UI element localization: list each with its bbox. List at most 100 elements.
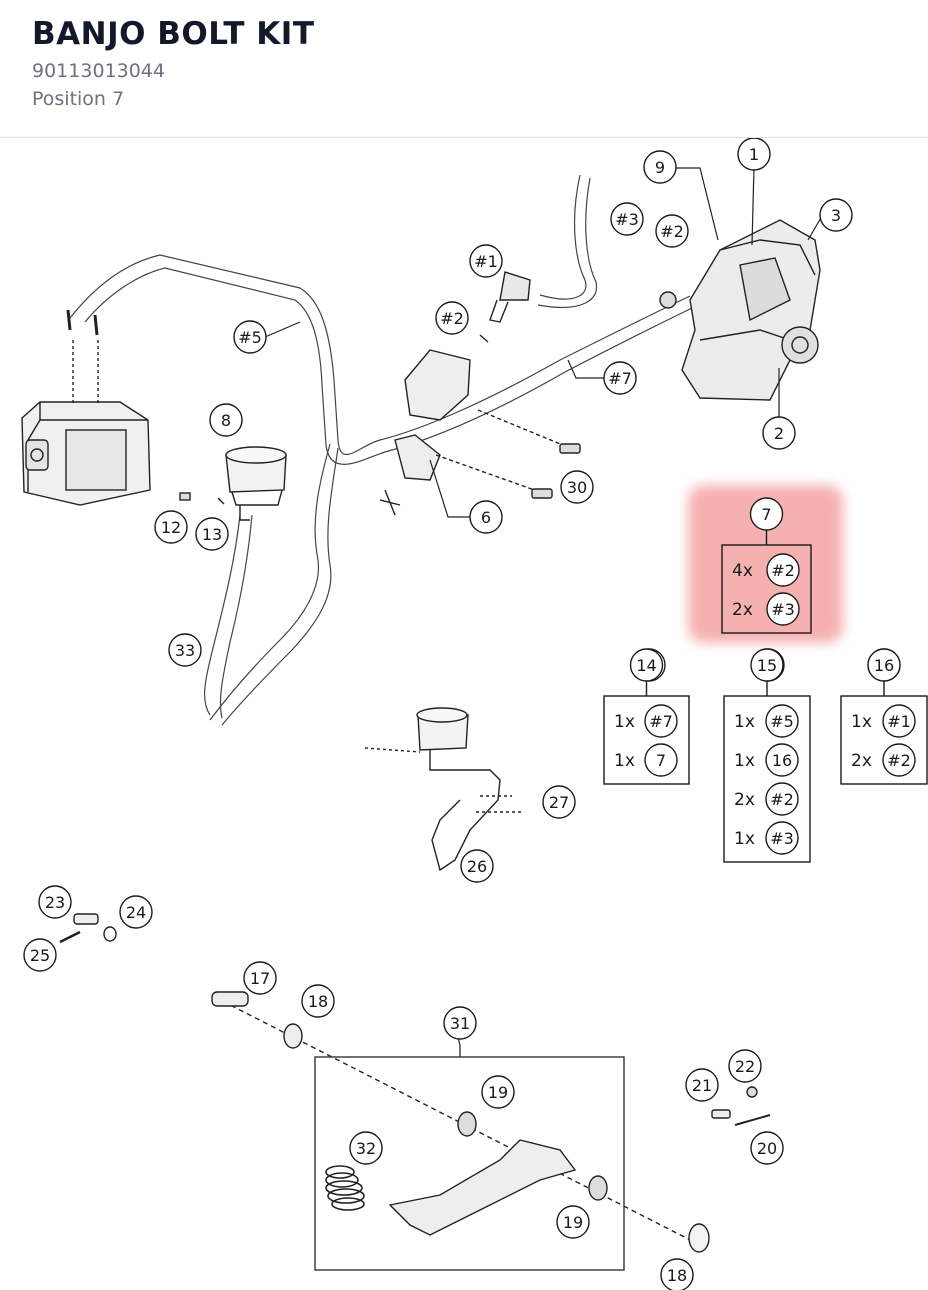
- svg-text:#1: #1: [887, 712, 911, 731]
- caliper-drawing: [659, 219, 821, 401]
- callout-ref-2-29: #2: [435, 301, 469, 335]
- svg-text:18: 18: [308, 992, 328, 1011]
- reservoir-drawing: [179, 446, 287, 521]
- svg-text:2: 2: [774, 424, 784, 443]
- svg-text:20: 20: [757, 1139, 777, 1158]
- callout-1-0: 1: [737, 138, 771, 171]
- kit-id-15: 15: [750, 648, 784, 682]
- svg-text:27: 27: [549, 793, 569, 812]
- svg-text:8: 8: [221, 411, 231, 430]
- kit-row-ref-7: 7: [644, 743, 678, 777]
- assembly-group-box: [314, 1056, 625, 1271]
- svg-text:32: 32: [356, 1139, 376, 1158]
- kit-row-ref-ref-2: #2: [882, 743, 916, 777]
- callout-13-7: 13: [195, 517, 229, 551]
- kit-row-ref-ref-3: #3: [766, 592, 800, 626]
- svg-text:#5: #5: [238, 328, 262, 347]
- callout-ref-7-33: #7: [603, 361, 637, 395]
- svg-text:#7: #7: [608, 369, 632, 388]
- kit-box-14: 14 1x #7 1x 7: [603, 648, 690, 785]
- callout-21-17: 21: [685, 1068, 719, 1102]
- svg-text:6: 6: [481, 508, 491, 527]
- svg-text:19: 19: [563, 1213, 583, 1232]
- kit-row-ref-ref-2: #2: [766, 553, 800, 587]
- callout-30-24: 30: [560, 470, 594, 504]
- svg-text:#2: #2: [770, 790, 794, 809]
- pedal-assembly-drawing: [211, 991, 771, 1253]
- brake-lines-drawing: [69, 174, 693, 726]
- kit-row-qty: 1x: [851, 712, 872, 732]
- callout-24-20: 24: [119, 895, 153, 929]
- svg-text:#7: #7: [649, 712, 673, 731]
- callout-3-2: 3: [819, 198, 853, 232]
- svg-text:#2: #2: [771, 561, 795, 580]
- svg-text:25: 25: [30, 946, 50, 965]
- callout-18-13: 18: [660, 1258, 694, 1290]
- kit-row-ref-ref-7: #7: [644, 704, 678, 738]
- kit-id-16: 16: [867, 648, 901, 682]
- page-header: BANJO BOLT KIT 90113013044 Position 7: [0, 0, 928, 138]
- kit-row-qty: 1x: [614, 751, 635, 771]
- svg-text:13: 13: [202, 525, 222, 544]
- master-cylinder-drawing: [379, 349, 581, 516]
- svg-text:17: 17: [250, 969, 270, 988]
- svg-text:24: 24: [126, 903, 146, 922]
- kit-row-ref-ref-5: #5: [765, 704, 799, 738]
- kit-row-ref-ref-2: #2: [765, 782, 799, 816]
- svg-text:16: 16: [772, 751, 792, 770]
- callout-ref-1-28: #1: [469, 244, 503, 278]
- callout-9-5: 9: [643, 150, 677, 184]
- svg-text:#1: #1: [474, 252, 498, 271]
- callout-32-26: 32: [349, 1131, 383, 1165]
- svg-text:#3: #3: [771, 600, 795, 619]
- kit-row-ref-ref-3: #3: [765, 821, 799, 855]
- svg-text:#2: #2: [440, 309, 464, 328]
- part-drawings: [21, 174, 821, 1271]
- kit-row-ref-16: 16: [765, 743, 799, 777]
- kit-id-14: 14: [629, 648, 664, 682]
- svg-text:#5: #5: [770, 712, 794, 731]
- kit-row-qty: 1x: [614, 712, 635, 732]
- callout-18-12: 18: [301, 984, 335, 1018]
- callout-ref-3-31: #3: [610, 202, 644, 236]
- kit-row-qty: 2x: [732, 600, 753, 620]
- part-number: 90113013044: [32, 60, 165, 82]
- callout-2-1: 2: [762, 416, 796, 450]
- kit-row-qty: 1x: [734, 751, 755, 771]
- kit-row-qty: 1x: [734, 829, 755, 849]
- kit-highlight: [688, 485, 843, 643]
- svg-text:15: 15: [757, 656, 777, 675]
- callout-23-19: 23: [38, 885, 72, 919]
- callout-25-21: 25: [23, 938, 57, 972]
- callout-17-11: 17: [243, 961, 277, 995]
- svg-text:19: 19: [488, 1083, 508, 1102]
- callout-22-18: 22: [728, 1049, 762, 1083]
- callout-8-4: 8: [209, 403, 243, 437]
- kit-id-7: 7: [749, 497, 784, 531]
- kit-row-qty: 2x: [734, 790, 755, 810]
- callout-27-23: 27: [542, 785, 576, 819]
- svg-text:22: 22: [735, 1057, 755, 1076]
- callout-ref-5-32: #5: [233, 320, 267, 354]
- svg-text:12: 12: [161, 518, 181, 537]
- svg-text:7: 7: [761, 505, 771, 524]
- svg-text:26: 26: [467, 857, 487, 876]
- callout-ref-2-30: #2: [655, 214, 689, 248]
- exploded-parts-diagram: 1236891213141516171818191920212223242526…: [21, 138, 928, 1290]
- kit-row-ref-ref-1: #1: [882, 704, 916, 738]
- leader-lines: [264, 165, 823, 1046]
- callout-26-22: 26: [460, 849, 494, 883]
- svg-text:#2: #2: [660, 222, 684, 241]
- svg-text:14: 14: [636, 656, 656, 675]
- callout-31-25: 31: [443, 1006, 477, 1040]
- kit-box-7: 74x#22x#3: [721, 497, 812, 634]
- svg-text:1: 1: [749, 145, 759, 164]
- callout-12-6: 12: [154, 510, 188, 544]
- callout-33-27: 33: [168, 633, 202, 667]
- pressure-switch-drawing: [479, 271, 531, 343]
- position-label: Position 7: [32, 88, 125, 110]
- svg-text:#3: #3: [615, 210, 639, 229]
- callout-layer: 1236891213141516171818191920212223242526…: [23, 138, 901, 1290]
